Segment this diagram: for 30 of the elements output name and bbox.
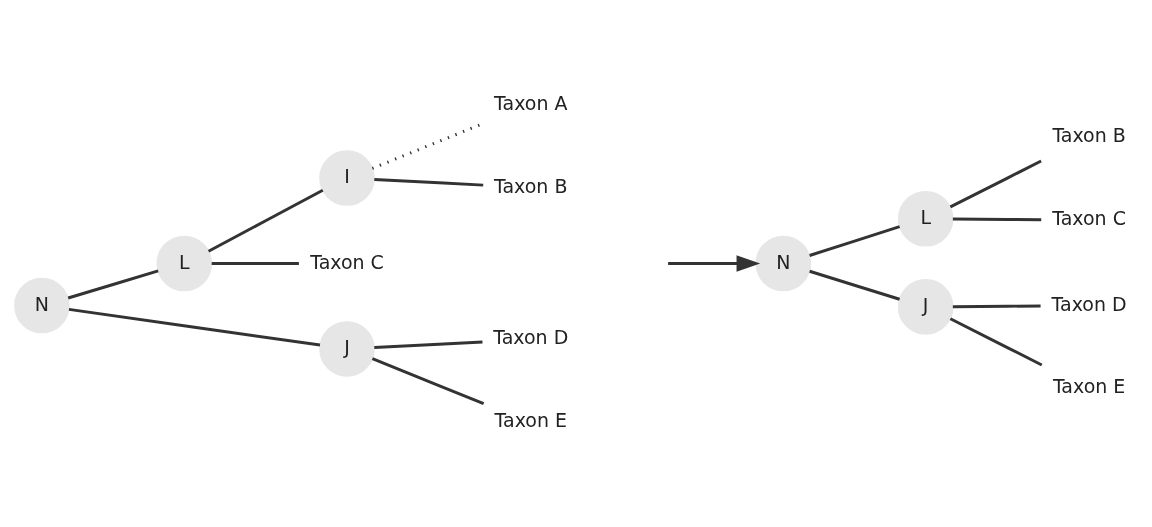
connector <box>809 225 901 257</box>
node-text: Taxon A <box>494 91 568 114</box>
connector <box>68 307 321 347</box>
node-circle: N <box>14 277 70 334</box>
node-circle: J <box>897 279 954 335</box>
node-text: Taxon E <box>494 409 567 432</box>
node-circle: L <box>897 190 954 247</box>
connector <box>949 317 1043 367</box>
node-text: Taxon E <box>1052 375 1126 398</box>
connector <box>207 188 324 253</box>
node-circle: J <box>319 321 375 377</box>
connector <box>67 269 159 300</box>
node-circle: N <box>755 235 812 292</box>
connector <box>809 269 901 301</box>
node-circle: L <box>156 235 213 292</box>
arrow <box>668 255 761 272</box>
connector <box>952 217 1042 222</box>
connector <box>952 304 1041 309</box>
node-text: Taxon B <box>1052 124 1126 147</box>
connector <box>211 262 299 265</box>
node-text: Taxon C <box>1052 207 1126 230</box>
connector <box>949 159 1042 209</box>
node-text: Taxon B <box>494 174 568 197</box>
connector <box>374 340 483 350</box>
connector <box>374 177 484 187</box>
node-circle: I <box>319 150 375 206</box>
node-text: Taxon D <box>493 326 569 349</box>
node-text: Taxon D <box>1051 292 1127 315</box>
connector <box>371 357 485 406</box>
node-text: Taxon C <box>310 250 384 273</box>
